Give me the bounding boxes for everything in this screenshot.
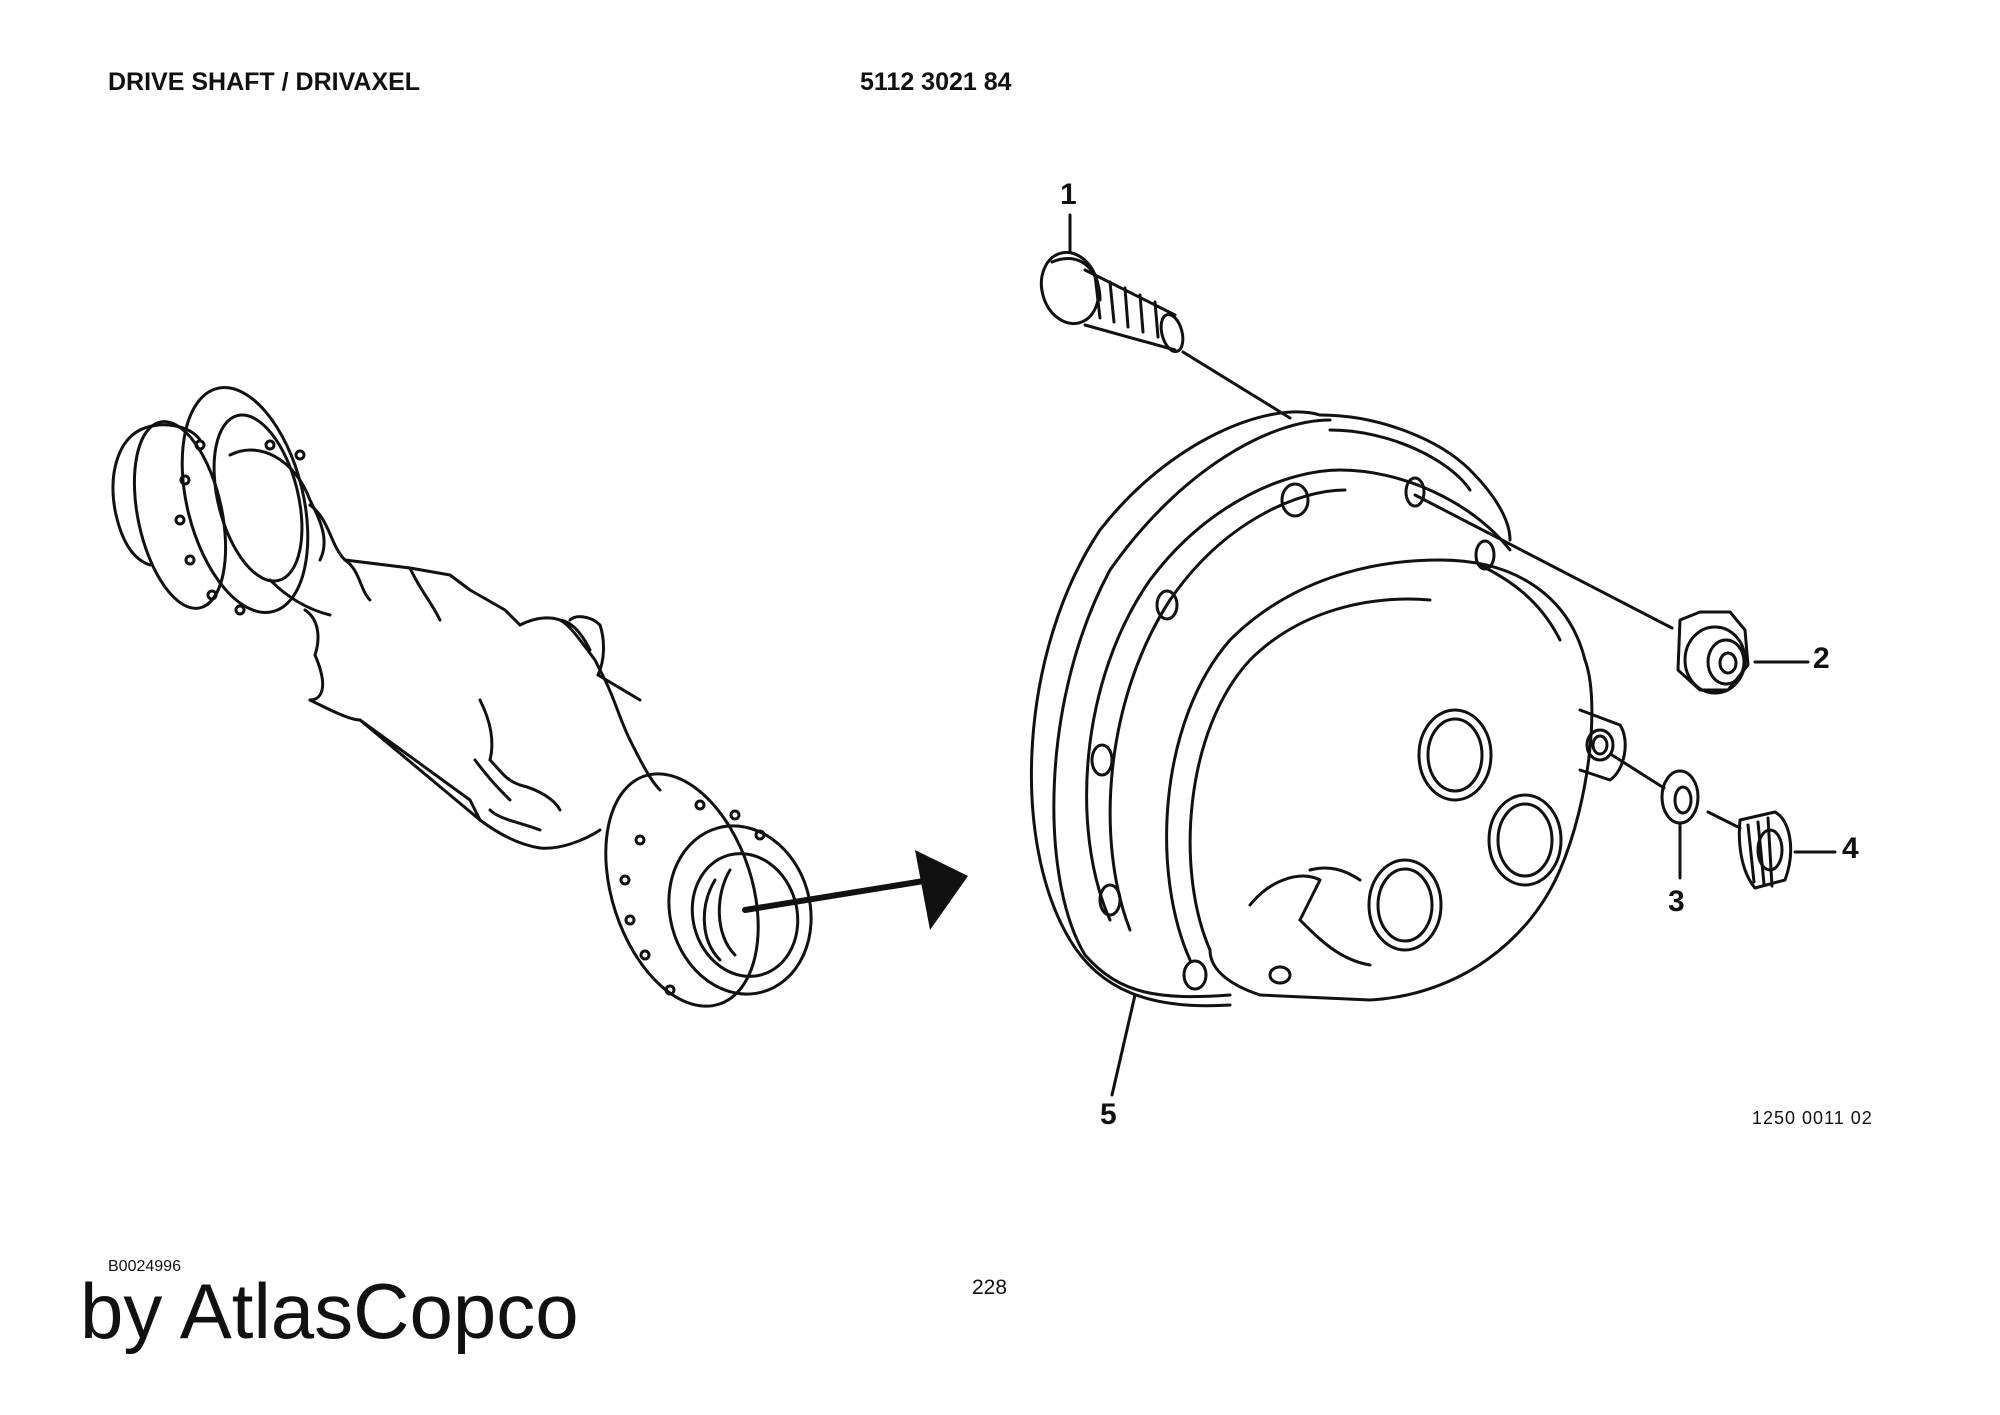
callout-3: 3 — [1668, 885, 1685, 918]
wheel-stud — [1034, 215, 1290, 418]
callout-5: 5 — [1100, 1098, 1117, 1131]
callout-4: 4 — [1842, 832, 1859, 865]
callout-2: 2 — [1813, 642, 1830, 675]
part-number: 5112 3021 84 — [860, 68, 1012, 96]
drain-plug — [1708, 812, 1835, 888]
brand-watermark: by AtlasCopco — [80, 1267, 579, 1355]
page-number: 228 — [972, 1276, 1008, 1299]
wheel-nut — [1415, 495, 1808, 693]
hub-assembly — [1031, 412, 1625, 1006]
drawing-number: 1250 0011 02 — [1752, 1108, 1873, 1128]
washer — [1612, 755, 1698, 878]
page-title: DRIVE SHAFT / DRIVAXEL — [108, 68, 421, 96]
leader-5 — [1112, 995, 1135, 1095]
document-id: B0024996 — [108, 1258, 181, 1275]
axle-overview — [113, 374, 968, 1025]
callout-1: 1 — [1060, 178, 1077, 211]
